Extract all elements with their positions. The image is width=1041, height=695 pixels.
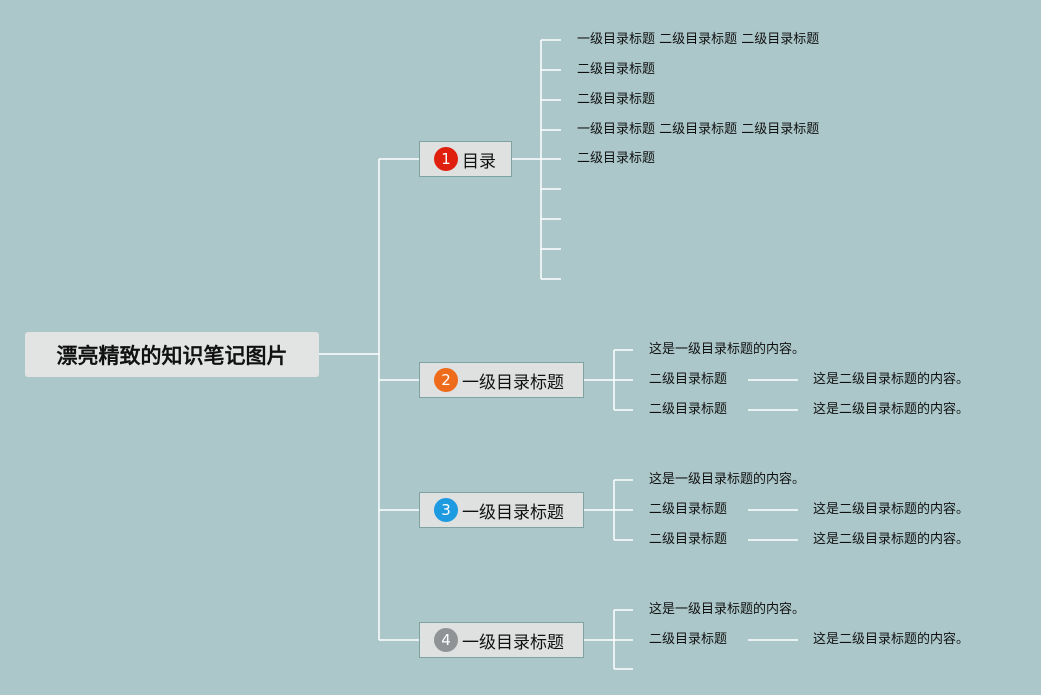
branch-content[interactable]: 这是一级目录标题的内容。 <box>649 342 806 357</box>
toc-item[interactable]: 二级目录标题 <box>577 151 656 166</box>
toc-item[interactable]: 二级目录标题 <box>577 92 656 107</box>
sub-content[interactable]: 这是二级目录标题的内容。 <box>813 632 970 647</box>
number-badge-2: 2 <box>434 368 458 392</box>
sub-content[interactable]: 这是二级目录标题的内容。 <box>813 402 970 417</box>
branch-content[interactable]: 这是一级目录标题的内容。 <box>649 602 806 617</box>
sub-content[interactable]: 这是二级目录标题的内容。 <box>813 372 970 387</box>
branch-label: 一级目录标题 <box>462 632 564 653</box>
branch-label: 目录 <box>462 151 496 172</box>
branch-node-2[interactable]: 2 一级目录标题 <box>419 362 584 398</box>
root-node[interactable]: 漂亮精致的知识笔记图片 <box>25 332 319 377</box>
branch-node-3[interactable]: 3 一级目录标题 <box>419 492 584 528</box>
sub-title[interactable]: 二级目录标题 <box>649 372 728 387</box>
sub-title[interactable]: 二级目录标题 <box>649 502 728 517</box>
sub-title[interactable]: 二级目录标题 <box>649 632 728 647</box>
sub-title[interactable]: 二级目录标题 <box>649 532 728 547</box>
branch-content[interactable]: 这是一级目录标题的内容。 <box>649 472 806 487</box>
root-title: 漂亮精致的知识笔记图片 <box>56 343 288 368</box>
toc-item[interactable]: 一级目录标题 二级目录标题 二级目录标题 <box>577 32 820 47</box>
sub-content[interactable]: 这是二级目录标题的内容。 <box>813 532 970 547</box>
branch-label: 一级目录标题 <box>462 502 564 523</box>
number-badge-3: 3 <box>434 498 458 522</box>
number-badge-1: 1 <box>434 147 458 171</box>
toc-item[interactable]: 一级目录标题 二级目录标题 二级目录标题 <box>577 122 820 137</box>
sub-content[interactable]: 这是二级目录标题的内容。 <box>813 502 970 517</box>
number-badge-4: 4 <box>434 628 458 652</box>
sub-title[interactable]: 二级目录标题 <box>649 402 728 417</box>
toc-item[interactable]: 二级目录标题 <box>577 62 656 77</box>
branch-node-4[interactable]: 4 一级目录标题 <box>419 622 584 658</box>
branch-label: 一级目录标题 <box>462 372 564 393</box>
branch-node-1[interactable]: 1 目录 <box>419 141 512 177</box>
